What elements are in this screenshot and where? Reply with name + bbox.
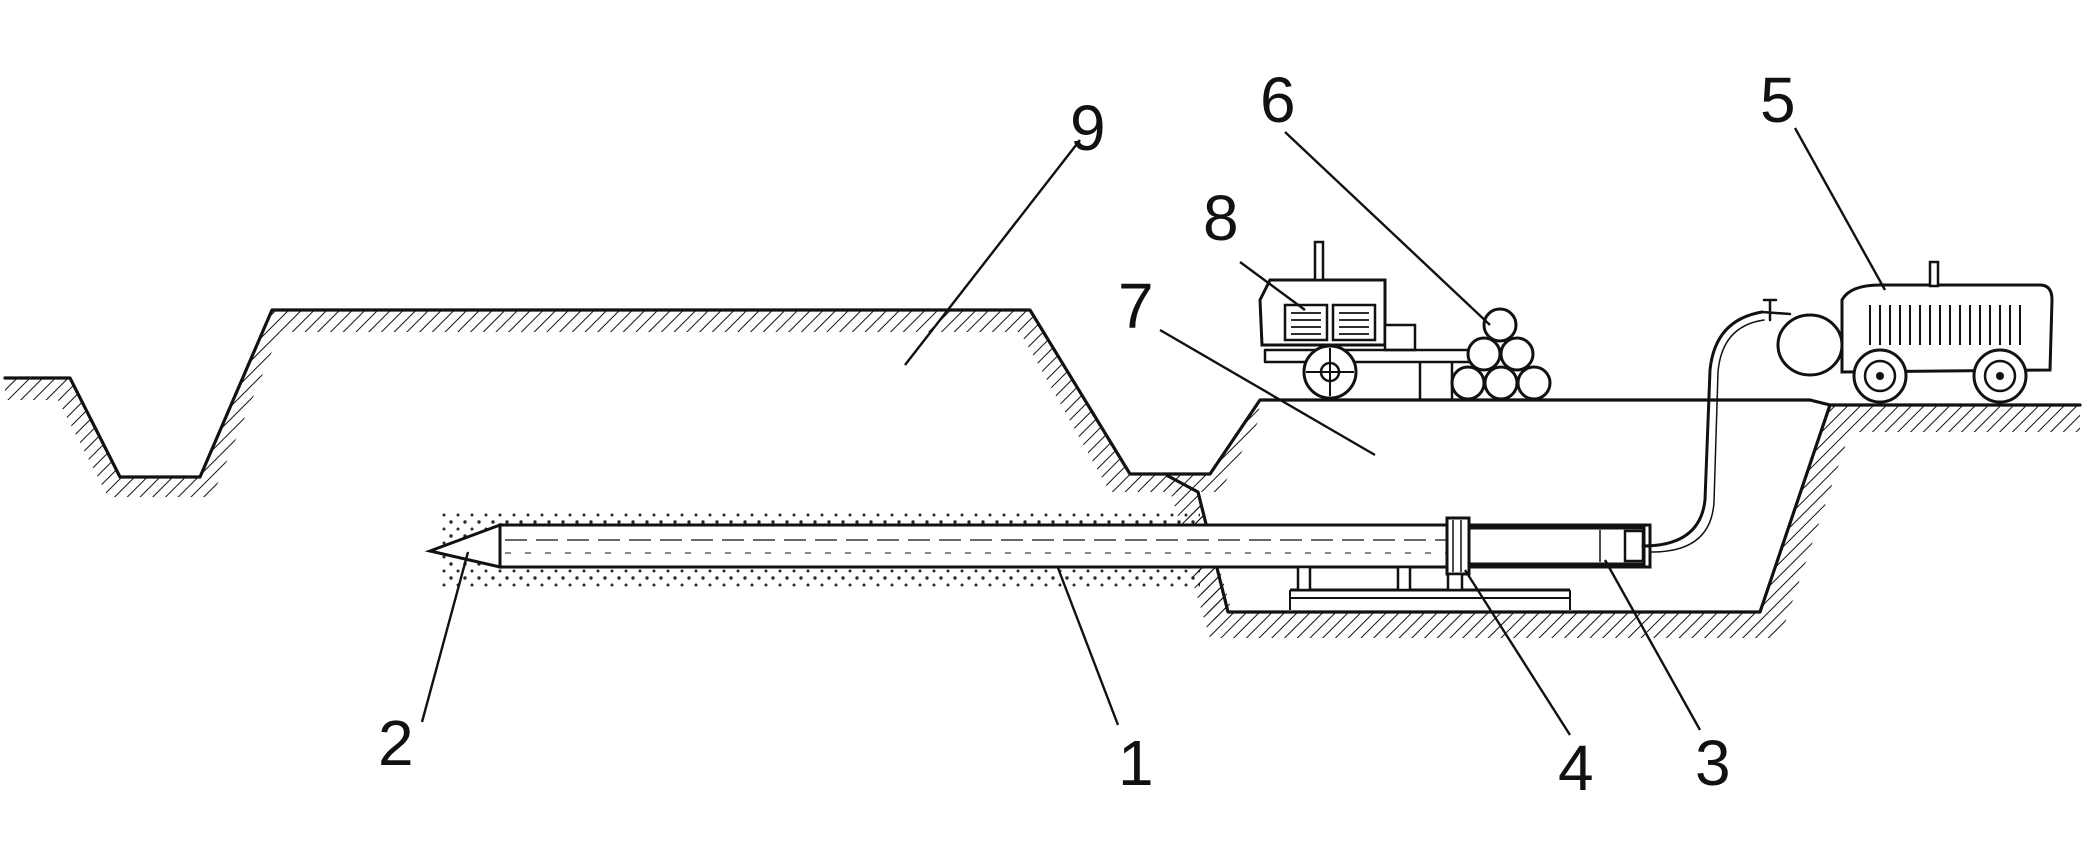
label-5: 5 xyxy=(1760,64,1796,136)
label-9: 9 xyxy=(1070,92,1106,164)
label-8: 8 xyxy=(1203,182,1239,254)
ground-hatching-left-ditch xyxy=(5,310,1260,497)
label-6: 6 xyxy=(1260,64,1296,136)
hammer-end-cap xyxy=(1623,529,1645,563)
cart-engine-box xyxy=(1383,323,1417,352)
support-frame xyxy=(1289,565,1571,610)
compressor-wheel-front xyxy=(1852,348,1908,404)
pneumatic-hammer xyxy=(1467,526,1646,566)
label-7: 7 xyxy=(1118,270,1154,342)
ground-hatching-pit xyxy=(1180,405,2080,638)
launch-pit-outline xyxy=(1166,403,1832,614)
cart-exhaust xyxy=(1313,240,1325,282)
clamp-ring xyxy=(1445,516,1471,576)
compressor-wheel-rear xyxy=(1972,348,2028,404)
exhaust-stack xyxy=(1928,260,1940,288)
cart-drawbar xyxy=(1263,348,1472,364)
pipe-clamp xyxy=(1445,516,1471,576)
air-hose xyxy=(1641,310,1764,548)
label-1: 1 xyxy=(1118,727,1154,799)
leader-lines xyxy=(420,127,1887,736)
ground-surface-line xyxy=(3,308,2082,479)
air-compressor xyxy=(1760,260,2054,404)
hammer-body xyxy=(1467,526,1646,566)
compressor-grille xyxy=(1869,305,2021,345)
valve xyxy=(1760,298,1792,322)
power-cart xyxy=(1258,240,1472,400)
stacked-pipes xyxy=(1450,307,1552,401)
air-tank xyxy=(1776,313,1844,377)
label-2: 2 xyxy=(378,707,414,779)
label-3: 3 xyxy=(1695,727,1731,799)
label-4: 4 xyxy=(1558,732,1594,804)
cart-wheel xyxy=(1302,344,1358,400)
